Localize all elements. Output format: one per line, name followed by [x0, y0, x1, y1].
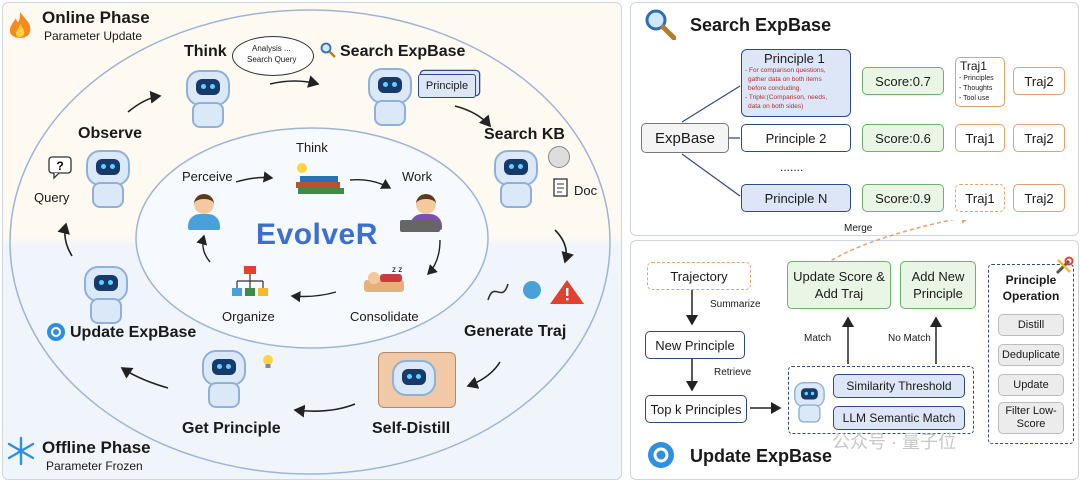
org-chart-icon [230, 264, 270, 298]
principle-tag: Principle [418, 74, 476, 98]
add-new-principle-label: Add New Principle [911, 269, 965, 301]
stage-observe: Observe [78, 125, 143, 142]
expbase-node: ExpBase [641, 123, 729, 153]
score-n: Score:0.9 [862, 184, 944, 212]
books-icon [290, 160, 346, 196]
update-score-label: Update Score & Add Traj [793, 269, 885, 301]
offline-phase-title: Offline Phase [42, 438, 151, 457]
offline-phase-subtitle: Parameter Frozen [46, 459, 143, 473]
inner-perceive: Perceive [182, 169, 233, 184]
traj2-row-2: Traj2 [1013, 124, 1065, 152]
watermark: 公众号 · 量子位 [832, 432, 956, 452]
sleeping-person-icon: z z [362, 264, 406, 296]
matcher-group [788, 366, 974, 434]
op-update: Update [998, 374, 1064, 396]
traj1-detail-item-3: - Tool use [959, 95, 990, 102]
doc-label: Doc [574, 183, 598, 198]
inner-organize: Organize [222, 309, 275, 324]
traj1-row-n: Traj1 [955, 184, 1005, 212]
no-match-label: No Match [888, 333, 931, 344]
summarize-label: Summarize [710, 299, 761, 310]
lightbulb-icon [262, 354, 274, 370]
svg-text:z z: z z [392, 265, 402, 274]
generate-traj-icons [484, 276, 588, 306]
new-principle-box: New Principle [645, 331, 745, 359]
principle-1-line-3: before concluding. [748, 85, 802, 92]
score-2: Score:0.6 [862, 124, 944, 152]
thought-line-1: Analysis ... [252, 44, 291, 53]
query-icon: ? [48, 156, 74, 180]
inner-think: Think [296, 140, 328, 155]
svg-text:?: ? [56, 159, 63, 173]
principle-1-line-1: - For comparison questions, [745, 67, 826, 74]
op-deduplicate: Deduplicate [998, 344, 1064, 366]
query-label: Query [34, 190, 70, 205]
add-new-principle-box [900, 261, 976, 309]
principle-operation-title: Principle Operation [1002, 273, 1060, 303]
update-panel-arrows [686, 220, 972, 414]
left-diagram-lines [9, 9, 611, 475]
sync-icon [46, 322, 66, 342]
stage-generate-traj: Generate Traj [464, 323, 567, 340]
rows-ellipsis: ....... [780, 160, 804, 174]
thought-bubble [232, 36, 314, 76]
trajectory-box: Trajectory [647, 262, 751, 290]
stage-search-expbase: Search ExpBase [340, 43, 466, 60]
tools-icon [1054, 256, 1074, 276]
sync-icon-bottom [646, 440, 676, 470]
similarity-threshold-box: Similarity Threshold [833, 374, 965, 398]
op-distill: Distill [998, 314, 1064, 336]
stage-think: Think [184, 43, 227, 60]
principle-1-line-5: data on both sides) [748, 103, 804, 110]
traj2-row-n: Traj2 [1013, 184, 1065, 212]
principle-1-title: Principle 1 [764, 51, 825, 66]
wiki-icon [548, 146, 570, 168]
principle-1-line-4: - Triple:(Comparison, needs, [745, 94, 828, 101]
inner-work: Work [402, 169, 433, 184]
principle-2-box: Principle 2 [741, 124, 851, 152]
update-expbase-title: Update ExpBase [690, 446, 833, 466]
stage-search-kb: Search KB [484, 126, 565, 143]
principle-1-line-2: gather data on both items [748, 76, 822, 83]
op-filter-low-score: Filter Low-Score [998, 402, 1064, 434]
laptop-icon [400, 220, 440, 232]
search-expbase-title: Search ExpBase [690, 15, 832, 35]
score-1: Score:0.7 [862, 67, 944, 95]
stage-update-expbase: Update ExpBase [70, 324, 197, 341]
traj1-detail-card [955, 57, 1005, 107]
traj1-detail-item-1: - Principles [959, 75, 994, 82]
match-label: Match [804, 333, 832, 344]
traj1-detail-title: Traj1 [960, 59, 987, 73]
inner-consolidate: Consolidate [350, 309, 419, 324]
retrieve-label: Retrieve [714, 367, 752, 378]
traj2-row-1: Traj2 [1013, 67, 1065, 95]
doc-icon [553, 178, 569, 198]
stage-get-principle: Get Principle [182, 420, 281, 437]
search-icon [320, 42, 336, 58]
fire-icon [6, 10, 34, 42]
principle-n-box: Principle N [741, 184, 851, 212]
magnifier-icon [644, 8, 677, 41]
principle-operation-group [988, 264, 1074, 444]
llm-semantic-match-box: LLM Semantic Match [833, 406, 965, 430]
snowflake-icon [6, 436, 36, 466]
merge-label: Merge [844, 223, 873, 234]
stage-self-distill: Self-Distill [372, 420, 451, 437]
center-evolver: EvolveR [256, 218, 378, 251]
principle-1-card [741, 49, 851, 117]
topk-box: Top k Principles [645, 395, 747, 423]
update-score-box [787, 261, 891, 309]
traj1-detail-item-2: - Thoughts [959, 85, 993, 92]
traj1-row-2: Traj1 [955, 124, 1005, 152]
online-phase-subtitle: Parameter Update [44, 29, 143, 43]
online-phase-title: Online Phase [42, 8, 150, 27]
thought-line-2: Search Query [247, 55, 297, 64]
